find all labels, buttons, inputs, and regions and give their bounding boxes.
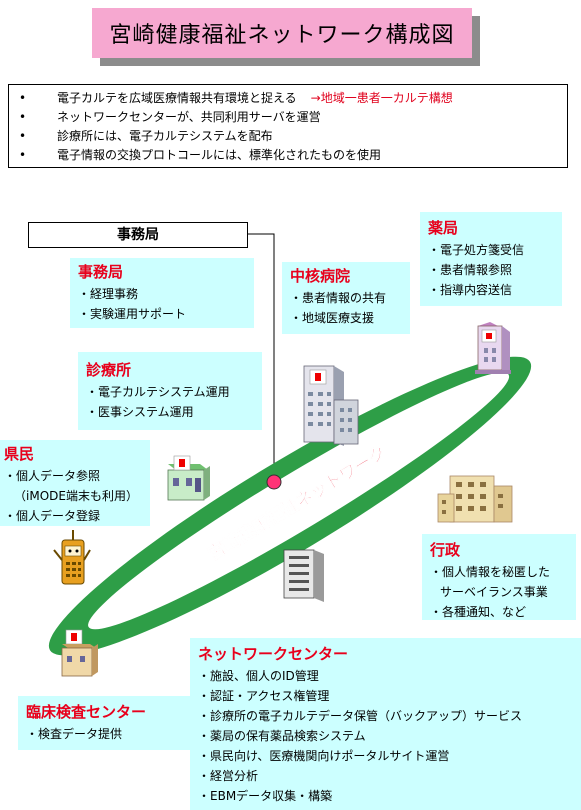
panel-core-hospital: 中核病院 ・患者情報の共有 ・地域医療支援 bbox=[282, 262, 410, 334]
summary-item: •電子情報の交換プロトコールには、標準化されたものを使用 bbox=[19, 148, 382, 162]
panel-secretariat: 事務局 ・経理事務 ・実験運用サポート bbox=[70, 258, 254, 328]
panel-item: ・患者情報の共有 bbox=[290, 291, 387, 305]
lab-building-icon bbox=[61, 629, 98, 677]
panel-item: ・EBMデータ収集・構築 bbox=[198, 789, 333, 803]
panel-item: ・実験運用サポート bbox=[78, 307, 187, 321]
government-building-icon bbox=[437, 475, 513, 523]
panel-title: 薬局 bbox=[428, 219, 459, 237]
panel-item: ・施設、個人のID管理 bbox=[198, 669, 319, 683]
panel-title: 行政 bbox=[430, 541, 461, 559]
panel-item: ・個人情報を秘匿した bbox=[430, 565, 551, 579]
summary-item: •ネットワークセンターが、共同利用サーバを運営 bbox=[19, 110, 321, 124]
hospital-building-icon bbox=[303, 365, 359, 446]
summary-item: •診療所には、電子カルテシステムを配布 bbox=[19, 129, 273, 143]
panel-title: 県民 bbox=[4, 445, 35, 463]
panel-item: ・個人データ参照 bbox=[4, 469, 101, 483]
panel-title: ネットワークセンター bbox=[198, 645, 349, 663]
panel-item: サーベイランス事業 bbox=[440, 585, 548, 599]
panel-item: ・県民向け、医療機関向けポータルサイト運営 bbox=[198, 749, 450, 763]
panel-item: ・個人データ登録 bbox=[4, 509, 101, 523]
panel-title: 中核病院 bbox=[290, 267, 351, 285]
data-center-building-icon bbox=[283, 549, 324, 602]
panel-item: ・患者情報参照 bbox=[428, 263, 513, 277]
pharmacy-building-icon bbox=[475, 322, 511, 374]
secretariat-label-box: 事務局 bbox=[28, 222, 248, 248]
panel-item: ・医事システム運用 bbox=[86, 405, 194, 419]
panel-clinic: 診療所 ・電子カルテシステム運用 ・医事システム運用 bbox=[78, 352, 262, 430]
panel-title: 診療所 bbox=[86, 361, 132, 379]
clinic-building-icon bbox=[167, 455, 210, 501]
panel-item: （iMODE端末も利用） bbox=[14, 489, 138, 503]
summary-box: •電子カルテを広域医療情報共有環境と捉える→地域一患者一カルテ構想 •ネットワー… bbox=[8, 84, 568, 168]
panel-item: ・各種通知、など bbox=[430, 605, 527, 619]
panel-item: ・診療所の電子カルテデータ保管（バックアップ）サービス bbox=[198, 709, 523, 723]
panel-item: ・電子処方箋受信 bbox=[428, 243, 525, 257]
panel-item: ・薬局の保有薬品検索システム bbox=[198, 729, 366, 743]
panel-item: ・検査データ提供 bbox=[26, 727, 123, 741]
panel-item: ・電子カルテシステム運用 bbox=[86, 385, 230, 399]
network-ring bbox=[48, 356, 532, 656]
panel-item: ・経営分析 bbox=[198, 769, 259, 783]
panel-lab-center: 臨床検査センター ・検査データ提供 bbox=[18, 696, 190, 750]
panel-item: ・経理事務 bbox=[78, 287, 139, 301]
panel-item: ・地域医療支援 bbox=[290, 311, 375, 325]
connector-line bbox=[246, 233, 275, 478]
page-title: 宮崎健康福祉ネットワーク構成図 bbox=[92, 8, 472, 58]
panel-government: 行政 ・個人情報を秘匿した サーベイランス事業 ・各種通知、など bbox=[422, 534, 576, 620]
panel-pharmacy: 薬局 ・電子処方箋受信 ・患者情報参照 ・指導内容送信 bbox=[420, 212, 562, 306]
panel-item: ・指導内容送信 bbox=[428, 283, 513, 297]
summary-item: •電子カルテを広域医療情報共有環境と捉える→地域一患者一カルテ構想 bbox=[19, 91, 453, 105]
panel-item: ・認証・アクセス権管理 bbox=[198, 689, 330, 703]
panel-citizen: 県民 ・個人データ参照 （iMODE端末も利用） ・個人データ登録 bbox=[0, 440, 150, 526]
mobile-phone-character-icon bbox=[53, 530, 91, 585]
panel-title: 事務局 bbox=[78, 263, 124, 281]
panel-network-center: ネットワークセンター ・施設、個人のID管理 ・認証・アクセス権管理 ・診療所の… bbox=[190, 638, 581, 810]
panel-title: 臨床検査センター bbox=[26, 703, 147, 721]
network-node bbox=[266, 474, 282, 490]
